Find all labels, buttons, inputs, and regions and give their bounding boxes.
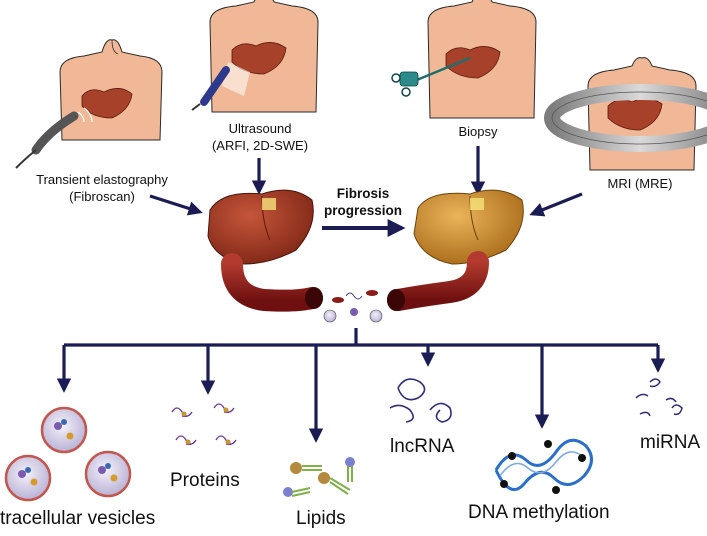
liver-fibrotic: [413, 189, 524, 265]
label-ultrasound-line2: (ARFI, 2D-SWE): [211, 138, 309, 153]
proteins-icon: [171, 403, 237, 446]
method-arrows: [149, 146, 583, 237]
label-mri: MRI (MRE): [607, 176, 673, 191]
label-fibrosis-line1: Fibrosis: [336, 186, 390, 201]
label-proteins: Proteins: [170, 470, 240, 491]
arrow-transient-to-liver: [149, 194, 203, 216]
dna-icon: [494, 438, 593, 494]
torso-mri: [544, 57, 707, 171]
lncrna-icon: [389, 378, 452, 423]
label-dna-methylation: DNA methylation: [468, 502, 610, 523]
mirna-icon: [635, 378, 683, 417]
label-lipids: Lipids: [296, 508, 346, 529]
lipids-icon: [283, 457, 355, 497]
label-lncrna: lncRNA: [390, 436, 455, 457]
label-biopsy: Biopsy: [458, 124, 498, 139]
label-ultrasound-line1: Ultrasound: [228, 121, 292, 136]
blood-vessels: [221, 251, 489, 323]
label-transient-line1: Transient elastography: [36, 172, 168, 187]
vesicles-icon: [4, 406, 132, 502]
torso-ultrasound: [191, 0, 319, 113]
torso-biopsy: [391, 0, 537, 119]
label-mirna: miRNA: [640, 432, 701, 453]
torso-transient-elastography: [15, 39, 163, 169]
label-transient-line2: (Fibroscan): [69, 189, 135, 204]
arrow-mri-to-liver: [529, 192, 583, 217]
biomarker-arrows: [56, 345, 666, 443]
label-vesicles: tracellular vesicles: [0, 508, 156, 529]
label-fibrosis-line2: progression: [323, 203, 402, 218]
liver-healthy: [207, 189, 314, 265]
biomarker-tree: [64, 328, 658, 347]
